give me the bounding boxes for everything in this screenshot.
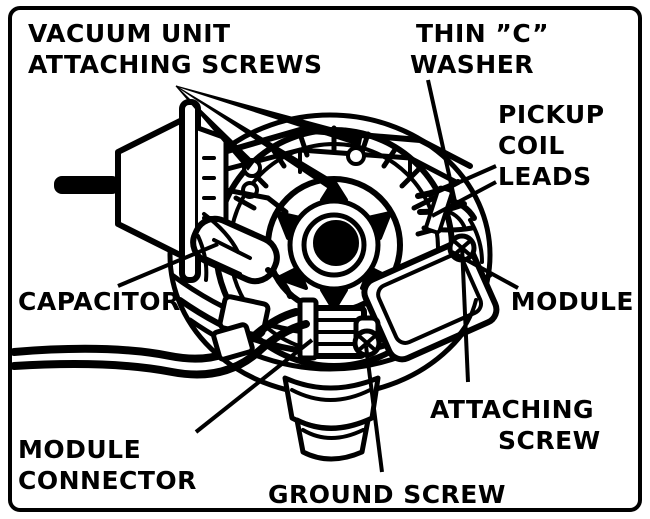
leader-pickup-coil-leads [427, 164, 497, 218]
leader-module-connector [194, 338, 314, 434]
label-thin-c-washer: THIN ”C” WASHER [410, 19, 632, 79]
leader-capacitor [117, 242, 219, 288]
label-module: MODULE [511, 287, 634, 316]
figure-border [8, 6, 642, 512]
vacuum-advance-unit [54, 99, 289, 283]
leader-vacuum-unit-attaching-screws [175, 85, 363, 189]
illustration [10, 99, 500, 462]
label-module-connector: MODULE CONNECTOR [18, 435, 261, 495]
leader-lines [117, 79, 519, 473]
label-vacuum-unit-attaching-screws: VACUUM UNIT ATTACHING SCREWS [28, 19, 387, 79]
shaft-collar [282, 375, 381, 462]
label-capacitor: CAPACITOR [18, 287, 181, 316]
label-attaching-screw: ATTACHING SCREW [430, 395, 650, 455]
ground-screw-part [352, 315, 382, 358]
label-pickup-coil-leads: PICKUP COIL LEADS [498, 100, 650, 191]
label-ground-screw: GROUND SCREW [268, 480, 506, 509]
leader-attaching-screw [460, 245, 470, 383]
detail-strokes [196, 212, 484, 342]
wiring-harness [10, 308, 310, 379]
callout-labels: VACUUM UNIT ATTACHING SCREWS THIN ”C” WA… [18, 19, 650, 509]
leader-ground-screw [364, 345, 384, 473]
